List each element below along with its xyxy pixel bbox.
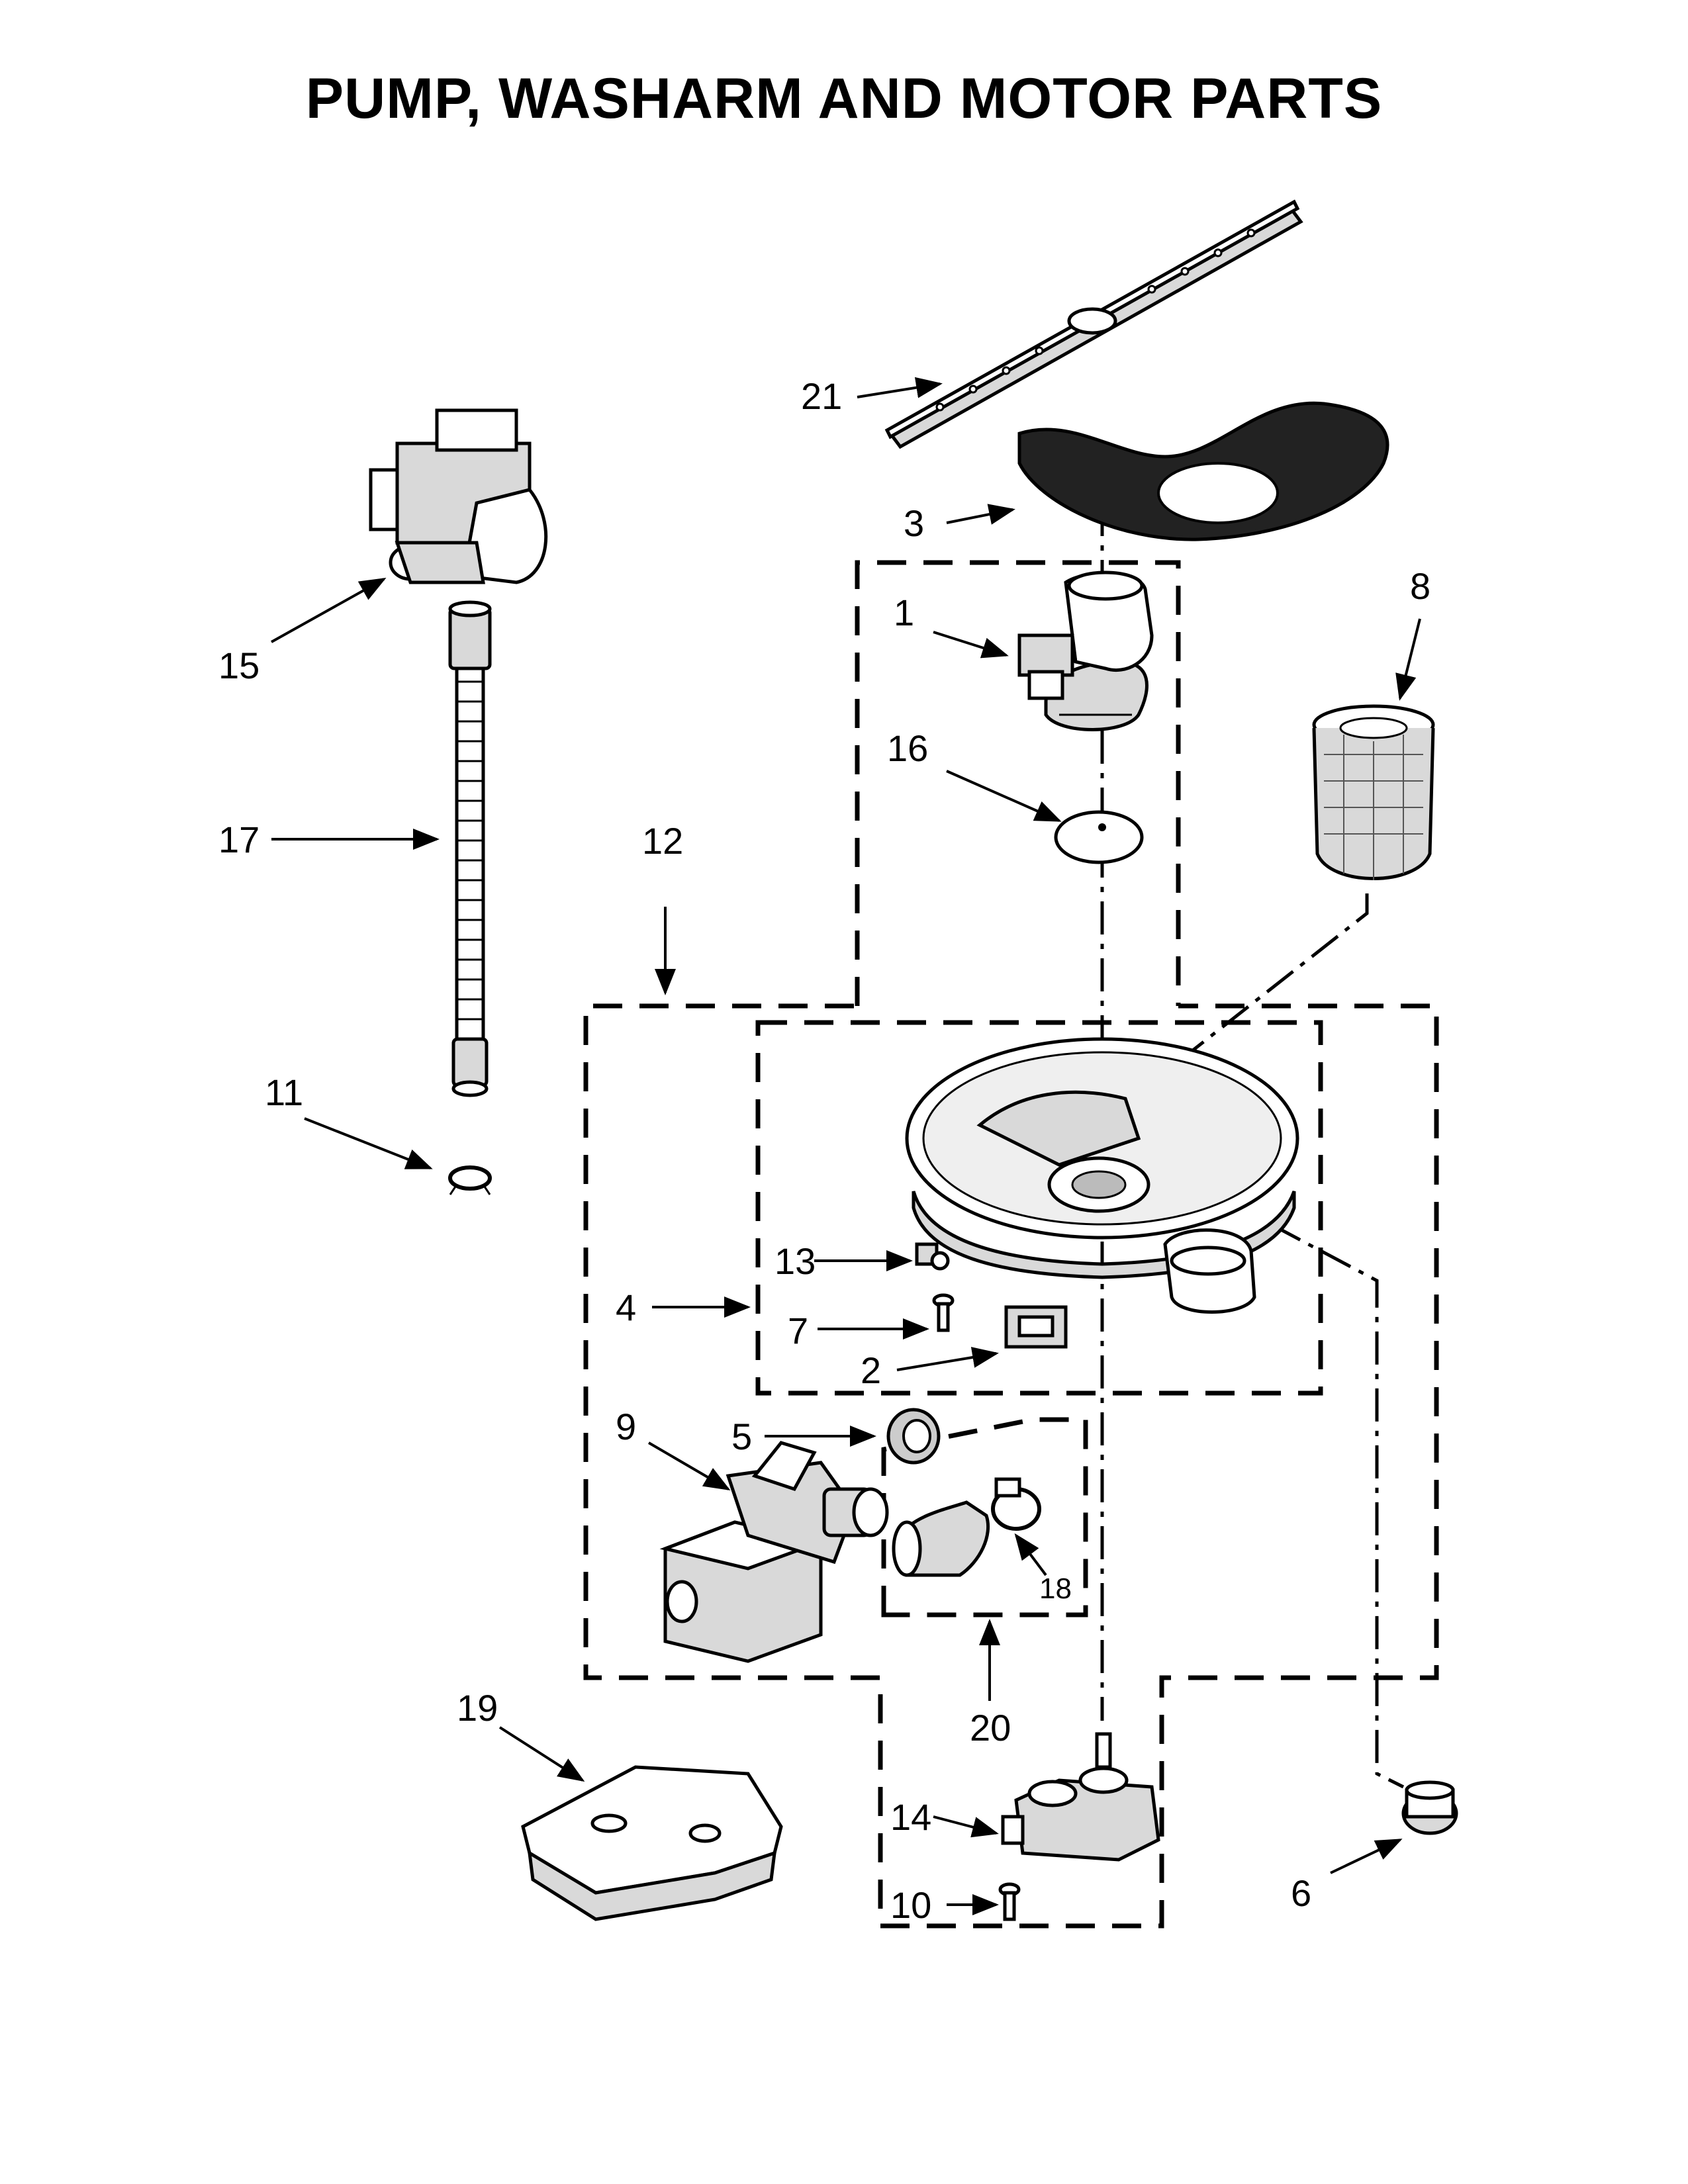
callout-1: 1 [894,592,914,633]
callout-7: 7 [788,1310,808,1351]
connector-block [1004,1305,1068,1349]
callout-10: 10 [890,1884,931,1926]
center-line-sensor [1270,1222,1405,1789]
callout-13: 13 [774,1240,816,1282]
hose-clamp [448,1165,492,1195]
motor-seal [886,1408,941,1465]
gasket-disk [1054,810,1144,864]
assembly-1-boundary [855,560,1181,1006]
lower-wash-arm [884,199,1303,449]
diverter-motor [1001,1732,1160,1862]
callout-12: 12 [642,820,683,862]
callout-2: 2 [861,1349,881,1391]
callout-6: 6 [1291,1872,1311,1914]
callout-11: 11 [265,1071,303,1113]
elbow-hose [892,1500,990,1577]
assembly-20-boundary [881,1417,1088,1617]
hose-clamp-pump [991,1477,1041,1531]
callout-21: 21 [801,375,842,417]
drain-pump [369,408,548,584]
filter-screen [1017,401,1389,541]
screw-diverter [998,1882,1021,1921]
callout-20: 20 [970,1707,1011,1749]
screw-sump [932,1293,955,1332]
clip [915,1242,950,1271]
page-title: PUMP, WASHARM AND MOTOR PARTS [305,67,1383,130]
callout-16: 16 [887,727,928,769]
callout-14: 14 [890,1796,931,1838]
callout-18: 18 [1039,1572,1072,1605]
assembly-12-boundary [583,1003,1439,1929]
filter-basket [1312,704,1435,880]
callout-3: 3 [904,502,924,544]
motor-shield [521,1765,783,1921]
assembly-4-boundary [755,1020,1323,1396]
callout-15: 15 [218,645,259,686]
callout-9: 9 [616,1406,636,1447]
callout-17: 17 [218,819,259,860]
pump-housing [1017,570,1154,731]
callout-19: 19 [457,1687,498,1729]
callout-8: 8 [1410,565,1430,607]
callout-labels: 21 3 1 8 16 15 17 12 11 13 4 7 2 9 5 18 … [218,375,1430,1926]
circulation-pump-motor [659,1441,889,1663]
drain-hose [448,600,492,1097]
turbidity-sensor [1401,1780,1458,1835]
callout-5: 5 [731,1416,752,1457]
leader-lines [271,377,1421,1915]
callout-4: 4 [616,1287,636,1328]
sump [905,1037,1299,1314]
